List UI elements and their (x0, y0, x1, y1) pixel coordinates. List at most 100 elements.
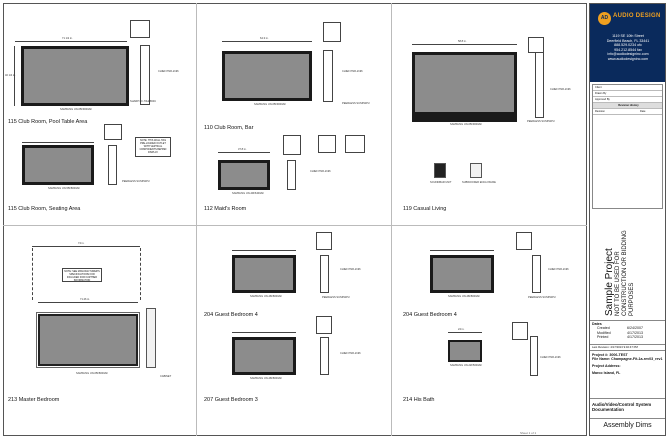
created-label: Created (597, 326, 610, 331)
dimension-line (140, 248, 141, 300)
sample-title: Sample Project (604, 248, 615, 316)
room-title: 119 Casual Living (403, 206, 447, 212)
revision-history-header: Revision History (593, 103, 662, 109)
device-label: SUBWOOFER ENCLOSURE (462, 181, 496, 184)
divider (590, 418, 665, 419)
mount-bracket (323, 50, 333, 102)
divider (590, 344, 665, 345)
tv-display (222, 51, 312, 101)
dimension-stack (283, 135, 301, 155)
mount-label: CHIEF PNR-2196 (342, 70, 363, 73)
tv-height-dimension: 40 1/4 in. (5, 74, 16, 77)
mount-label: PEERLESS SUS652PU (342, 102, 370, 105)
fax-line: 954.212.8544 fax (614, 47, 642, 52)
dimension-stack (316, 232, 332, 250)
tv-width-dimension: 24 in. (458, 328, 465, 331)
mount-bracket (320, 255, 329, 293)
sample-project-stamp: Sample Project NOT TO BE USED FOR CONSTR… (604, 116, 664, 316)
last-revision: Last Revision: 4/17/2013 9:40:47 PM (592, 345, 638, 349)
dimension-stack (528, 37, 544, 53)
divider (590, 350, 665, 351)
revision-columns: Revision Date (593, 109, 662, 115)
room-title: 213 Master Bedroom (8, 397, 60, 403)
tv-width-dimension: 71 1/2 in. (62, 37, 73, 40)
dimension-line (412, 44, 517, 45)
mount-label: CHIEF PNR-2196 (158, 70, 179, 73)
sample-subtitle: PURPOSES (629, 282, 635, 316)
grid-divider (196, 3, 197, 436)
created-date: 6/24/2007 (627, 326, 643, 331)
room-title: 207 Guest Bedroom 3 (204, 397, 258, 403)
website-link[interactable]: www.audiodesigninc.com (607, 56, 649, 61)
dimension-line (32, 248, 33, 300)
field-drawn-by: Drawn By (593, 91, 662, 97)
dimension-stack (512, 322, 528, 340)
printed-label: Printed (597, 335, 609, 340)
logo-badge-icon: AD (598, 12, 611, 25)
room-title: 204 Guest Bedroom 4 (204, 312, 258, 318)
dimension-line (38, 302, 138, 303)
tv-model-label: SAMSUNG UN-22F5000AF (450, 364, 482, 367)
mount-bracket (530, 336, 538, 376)
sheet-title: Assembly Dims (603, 422, 652, 429)
mount-bracket (535, 52, 544, 118)
room-title: 115 Club Room, Pool Table Area (8, 119, 88, 125)
title-block: AD AUDIO DESIGN 1119 SE 10th Street Deer… (589, 3, 666, 436)
mount-label: PEERLESS SUS652PU (527, 120, 555, 123)
phone-line: 888.529.0234 ofc (614, 43, 642, 48)
mount-bracket (140, 45, 150, 105)
tv-display (22, 145, 94, 185)
soundbar-device (434, 163, 446, 178)
dimension-line (232, 332, 296, 333)
modified-label: Modified (597, 330, 611, 335)
dimension-stack (323, 22, 341, 42)
tv-width-dimension: 37.8 in. (238, 148, 247, 151)
logo-wordmark: AUDIO DESIGN (613, 13, 661, 19)
cabinet-section (146, 308, 156, 368)
dimension-line (448, 332, 482, 333)
room-title: 110 Club Room, Bar (204, 125, 254, 131)
dimension-stack (104, 124, 122, 140)
subwoofer-device (470, 163, 482, 178)
project-address-label: Project Address: (592, 363, 621, 368)
grid-divider (391, 3, 392, 436)
tv-display (21, 46, 129, 106)
divider (590, 398, 665, 399)
tv-model-label: SAMSUNG UN-65F9000AF (254, 103, 286, 106)
project-title: Audio/Video/Control System Documentation (592, 402, 652, 413)
company-logo-area: AD AUDIO DESIGN 1119 SE 10th Street Deer… (590, 4, 665, 82)
dimension-line (15, 41, 127, 42)
mount-label: SHARP LC-70LE660U (130, 100, 157, 103)
divider (590, 320, 665, 321)
tv-model-label: SAMSUNG UN-46F8000AF (448, 295, 480, 298)
mount-label: PEERLESS SUS652PU (528, 296, 556, 299)
company-address: 1119 SE 10th Street Deerfield Beach, FL … (594, 34, 662, 62)
dimension-line (22, 142, 94, 143)
sample-subtitle: CONSTRUCTION OR BIDDING (622, 230, 628, 316)
dimension-line (14, 46, 15, 106)
grid-divider (3, 225, 587, 226)
dimension-line (32, 246, 140, 247)
mount-label: CHIEF PNR-2196 (540, 356, 561, 359)
address-line: Deerfield Beach, FL 33441 (606, 38, 650, 43)
cabinet-label: CABINET (160, 375, 172, 378)
dimension-stack (318, 135, 336, 153)
email-link[interactable]: info@audiodesigninc.com (607, 52, 649, 57)
dimension-stack (130, 20, 150, 38)
mount-label: PEERLESS SUS652PU (322, 296, 350, 299)
modified-date: 4/17/2013 (627, 330, 643, 335)
tv-display (430, 255, 494, 293)
tv-display (218, 160, 270, 190)
address-line: 1119 SE 10th Street (612, 34, 644, 38)
tv-model-label: SAMSUNG UN-40F6400AF (232, 192, 264, 195)
tv-display (412, 52, 517, 122)
field-client: Client (593, 85, 662, 91)
project-number: Project #: 3006-TEST (592, 353, 628, 357)
tv-model-label: SAMSUNG UN-65F8000AF (76, 372, 108, 375)
tv-model-label: SAMSUNG UN-46F8000AF (250, 295, 282, 298)
mount-bracket (108, 145, 117, 185)
dimension-stack (345, 135, 365, 153)
mount-label: CHIEF PNR-2196 (550, 88, 571, 91)
tv-display (36, 312, 140, 368)
